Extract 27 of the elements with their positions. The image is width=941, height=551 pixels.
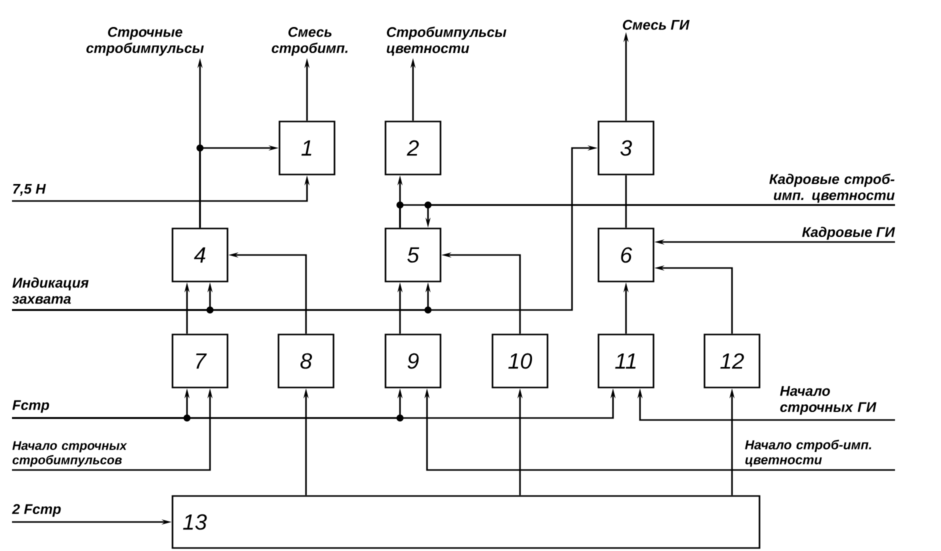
signal-label: Начало строчных ГИ xyxy=(780,386,876,415)
signal-label: Индикация захвата xyxy=(12,277,89,304)
block-box: 9 xyxy=(384,334,442,388)
signal-label: Кадровые ГИ xyxy=(802,226,896,240)
signal-label: Fстр xyxy=(12,400,50,413)
signal-label: Строчные стробимпульсы xyxy=(86,27,204,56)
block-box: 11 xyxy=(598,334,654,388)
block-box: 3 xyxy=(598,120,654,176)
block-box: 1 xyxy=(278,120,336,176)
signal-label: Начало строб-имп. цветности xyxy=(745,440,872,467)
block-box: 5 xyxy=(384,228,442,282)
block-box: 6 xyxy=(598,228,654,282)
block-box: 7 xyxy=(172,334,228,388)
signal-label: Стробимпульсы цветности xyxy=(386,26,506,56)
block-box: 12 xyxy=(704,334,760,388)
block-box: 2 xyxy=(384,120,442,176)
signal-label: Начало строчных стробимпульсов xyxy=(12,441,128,467)
block-box: 4 xyxy=(172,228,228,282)
block-box: 13 xyxy=(172,495,760,549)
block-box: 10 xyxy=(492,334,548,388)
signal-label: Смесь стробимп. xyxy=(272,27,348,56)
connector-line xyxy=(625,175,627,228)
signal-label: 2 Fстр xyxy=(12,504,61,517)
block-box: 8 xyxy=(278,334,334,388)
signal-label: Кадровые строб-имп. цветности xyxy=(769,174,895,203)
signal-label: Смесь ГИ xyxy=(622,20,690,30)
signal-label: 7,5 H xyxy=(13,184,46,196)
